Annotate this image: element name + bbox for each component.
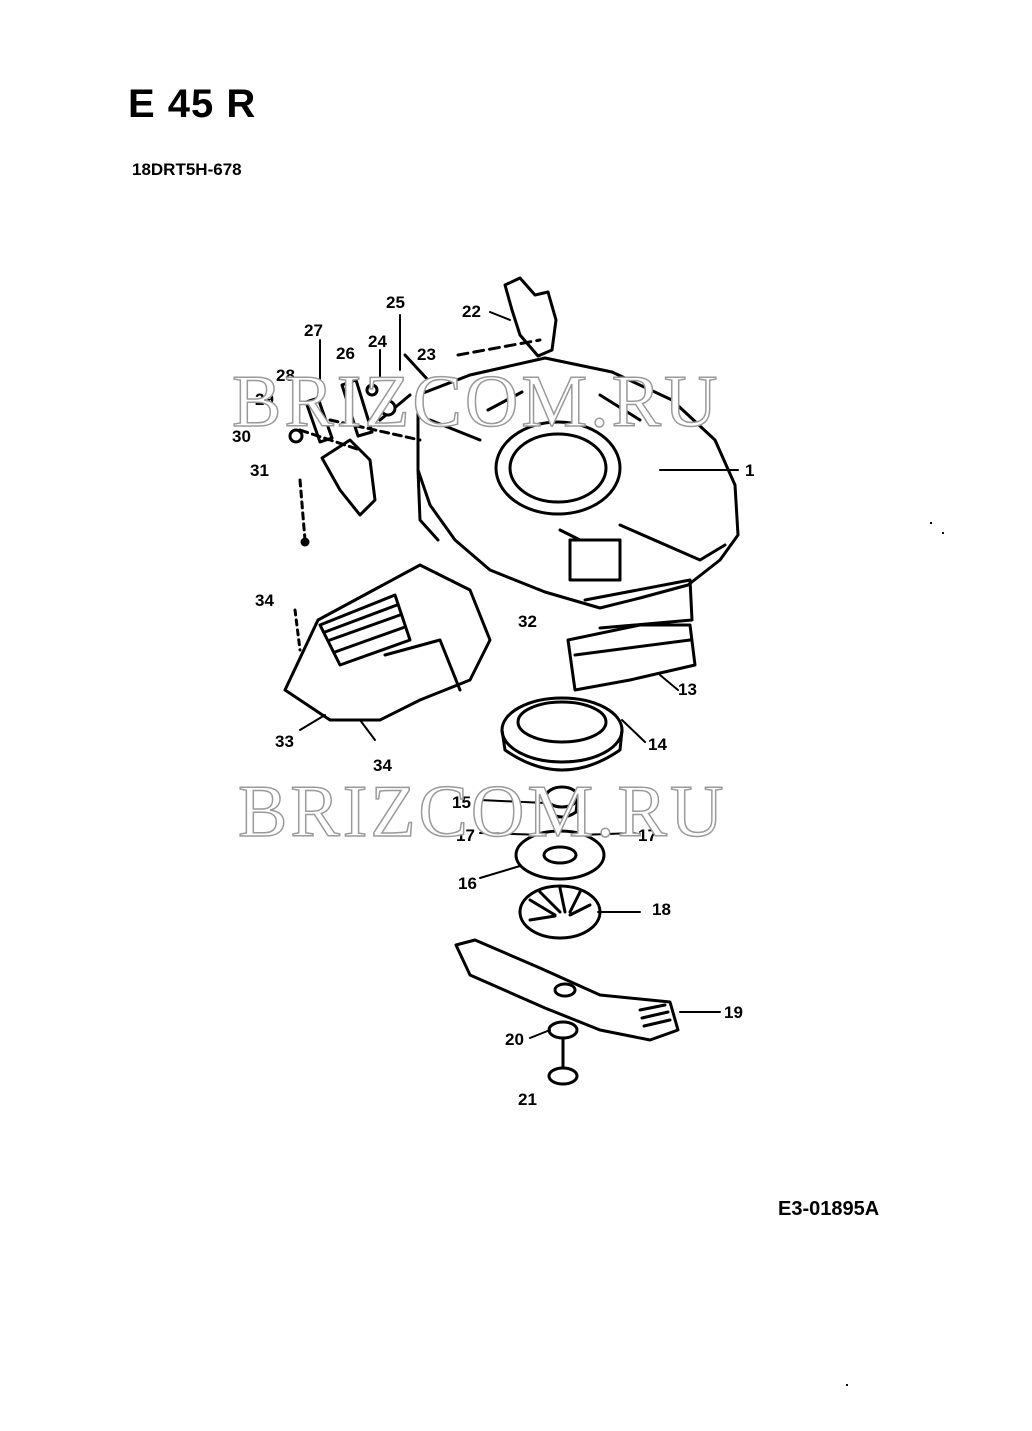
callout-label-22: 22 <box>462 302 481 321</box>
disc-part <box>479 829 636 881</box>
speck-mark <box>942 532 944 534</box>
callout-label-21: 21 <box>518 1090 537 1109</box>
callout-label-23: 23 <box>417 345 436 364</box>
mower-deck-part <box>416 356 740 630</box>
callout-label-14: 14 <box>648 735 667 754</box>
drawing-reference-code: E3-01895A <box>778 1198 880 1220</box>
mulch-plug-part <box>283 563 492 741</box>
callout-label-24: 24 <box>368 332 387 351</box>
height-adjuster-part <box>288 314 430 547</box>
model-number: 18DRT5H-678 <box>132 160 242 179</box>
fan-part <box>518 884 641 940</box>
callout-label-17: 17 <box>456 826 475 845</box>
watermark-text: BRIZCOM.RU <box>237 770 727 854</box>
blade-adapter-part <box>479 785 580 819</box>
callout-label-20: 20 <box>505 1030 524 1049</box>
callout-label-15: 15 <box>452 793 471 812</box>
callout-label-26: 26 <box>336 344 355 363</box>
callout-label-25: 25 <box>386 293 405 312</box>
handle-bracket-part <box>456 276 558 358</box>
diagram-title: E 45 R <box>128 82 257 126</box>
callout-label-31: 31 <box>250 461 269 480</box>
callout-label-28: 28 <box>276 366 295 385</box>
callout-label-32: 32 <box>518 612 537 631</box>
fan-housing-part <box>500 696 646 772</box>
blade-bolt-part <box>547 1038 579 1086</box>
washer-part <box>529 1020 579 1040</box>
callout-label-34: 34 <box>373 756 392 775</box>
callout-label-18: 18 <box>652 900 671 919</box>
callout-label-27: 27 <box>304 321 323 340</box>
callout-label-13: 13 <box>678 680 697 699</box>
callout-label-1: 1 <box>745 461 754 480</box>
callout-label-17: 17 <box>638 826 657 845</box>
watermark-text: BRIZCOM.RU <box>231 360 721 444</box>
callout-label-34: 34 <box>255 591 274 610</box>
callout-label-16: 16 <box>458 874 477 893</box>
callout-label-29: 29 <box>255 390 274 409</box>
baffle-part <box>566 623 697 692</box>
blade-part <box>454 938 721 1042</box>
callout-label-19: 19 <box>724 1003 743 1022</box>
speck-mark <box>930 522 932 524</box>
callout-label-33: 33 <box>275 732 294 751</box>
speck-mark <box>846 1384 848 1386</box>
callout-label-30: 30 <box>232 427 251 446</box>
